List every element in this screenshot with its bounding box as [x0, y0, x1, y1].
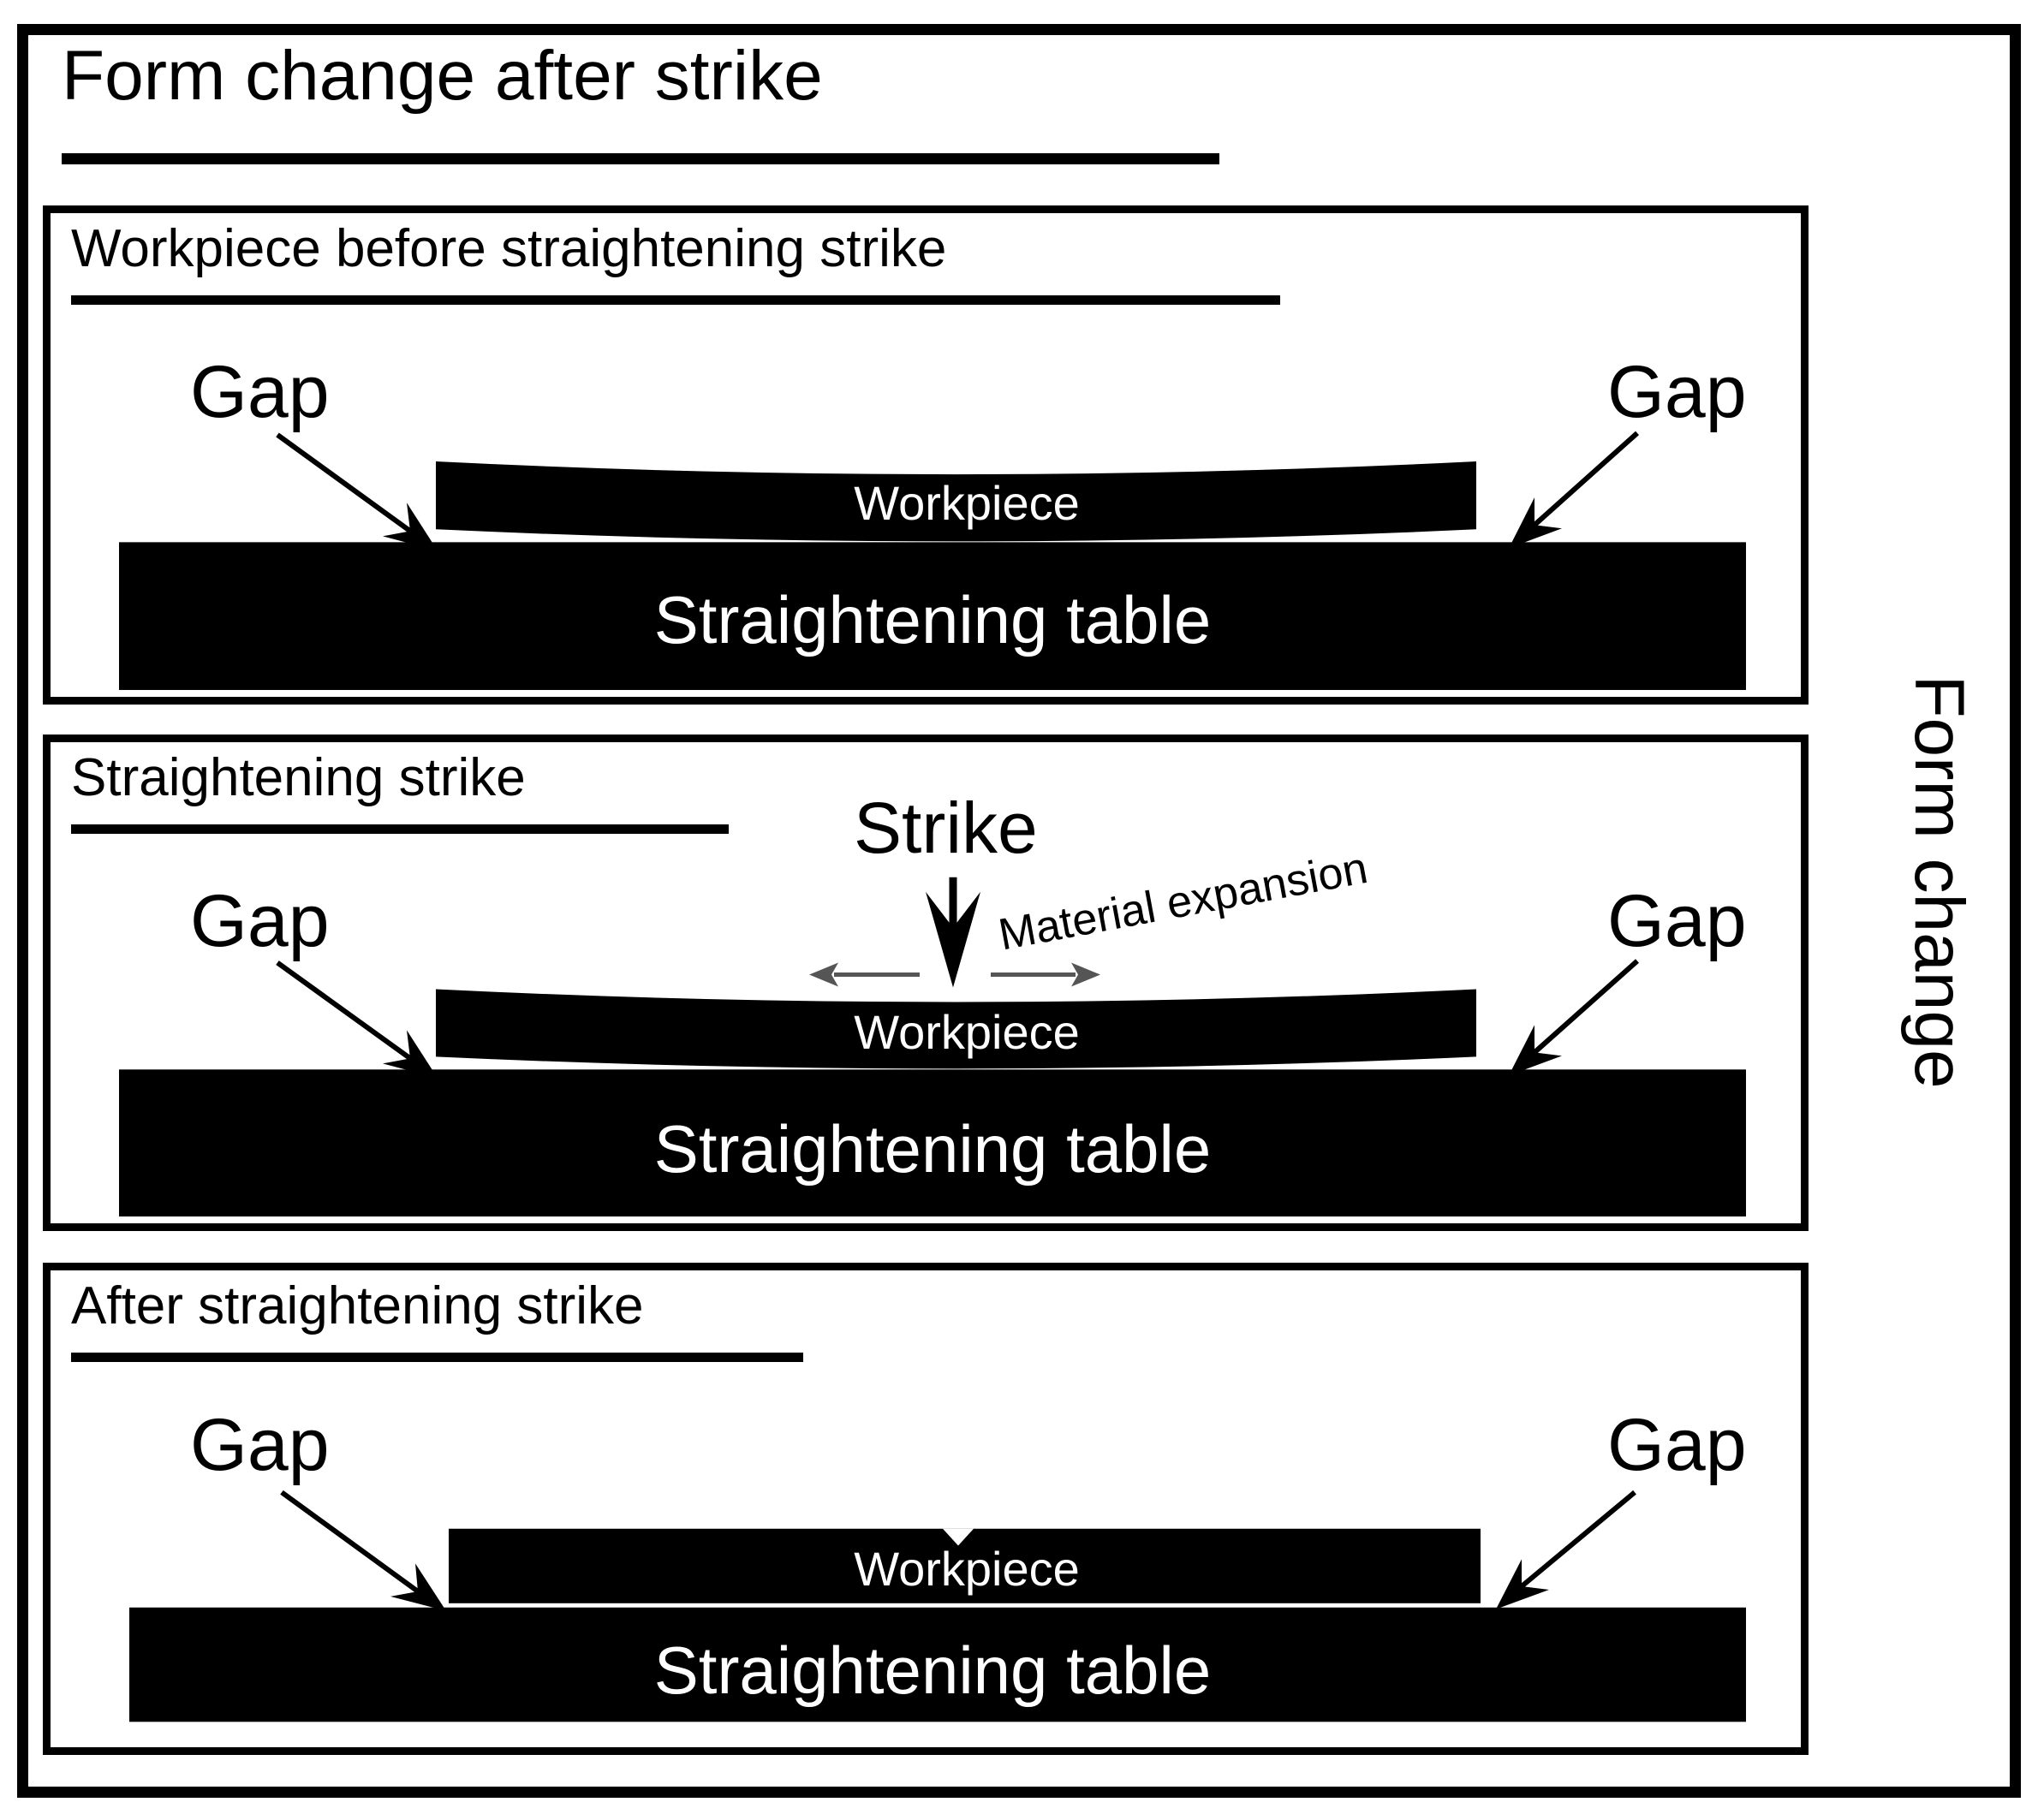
- gap-arrowhead-left: [383, 503, 438, 551]
- page-title: Form change after strike: [62, 37, 823, 115]
- expansion-arrowhead-left: [809, 962, 838, 987]
- straightening-table-shape: [129, 1607, 1746, 1722]
- gap-label-right: Gap: [1607, 1404, 1747, 1486]
- panel-title: After straightening strike: [71, 1276, 644, 1335]
- strike-arrowhead: [926, 891, 980, 988]
- gap-label-right: Gap: [1607, 351, 1747, 433]
- form-change-label: Form change: [1900, 675, 1978, 1089]
- workpiece-label: Workpiece: [854, 1542, 1080, 1596]
- straightening-table-shape: [119, 542, 1746, 690]
- workpiece-shape: [436, 989, 1476, 1069]
- gap-arrow-right: [1533, 431, 1639, 527]
- panel-after-shapes: [129, 1490, 1746, 1722]
- gap-label-left: Gap: [190, 1404, 330, 1486]
- workpiece-label: Workpiece: [854, 1005, 1080, 1059]
- strike-label: Strike: [854, 788, 1038, 868]
- gap-arrow-left: [280, 1490, 420, 1594]
- page-title-underline: [62, 153, 1219, 164]
- panel-title: Workpiece before straightening strike: [71, 219, 947, 278]
- gap-arrow-left: [276, 961, 412, 1061]
- panel-title: Straightening strike: [71, 748, 526, 807]
- straightening-table-label: Straightening table: [653, 1111, 1212, 1187]
- gap-arrow-right: [1520, 1490, 1636, 1589]
- straightening-table-label: Straightening table: [653, 582, 1212, 657]
- panel-title-underline: [71, 824, 729, 834]
- straightening-table-shape: [119, 1069, 1746, 1217]
- expansion-arrowhead-right: [1071, 962, 1100, 987]
- gap-arrowhead-right: [1509, 1025, 1562, 1076]
- gap-arrowhead-left: [390, 1563, 446, 1611]
- workpiece-shape: [436, 461, 1476, 542]
- panel-before-shapes: [119, 431, 1746, 690]
- gap-arrowhead-right: [1496, 1559, 1549, 1609]
- gap-label-right: Gap: [1607, 880, 1747, 962]
- panel-title-underline: [71, 295, 1280, 305]
- gap-arrow-right: [1533, 959, 1639, 1055]
- panel-after-strike: After straightening strike Gap Gap Workp…: [43, 1263, 1809, 1755]
- gap-arrow-left: [276, 432, 412, 533]
- straightening-table-label: Straightening table: [653, 1633, 1212, 1708]
- gap-label-left: Gap: [190, 351, 330, 433]
- gap-arrowhead-left: [383, 1030, 438, 1079]
- gap-label-left: Gap: [190, 880, 330, 962]
- workpiece-label: Workpiece: [854, 476, 1080, 530]
- strike-dent-notch: [943, 1528, 974, 1546]
- panel-before-strike: Workpiece before straightening strike Ga…: [43, 205, 1809, 705]
- panel-straightening-strike: Straightening strike Gap Gap Strike Mate…: [43, 735, 1809, 1231]
- panel-strike-shapes: [119, 877, 1746, 1217]
- gap-arrowhead-right: [1509, 497, 1562, 549]
- panel-title-underline: [71, 1353, 803, 1362]
- workpiece-shape: [449, 1528, 1481, 1603]
